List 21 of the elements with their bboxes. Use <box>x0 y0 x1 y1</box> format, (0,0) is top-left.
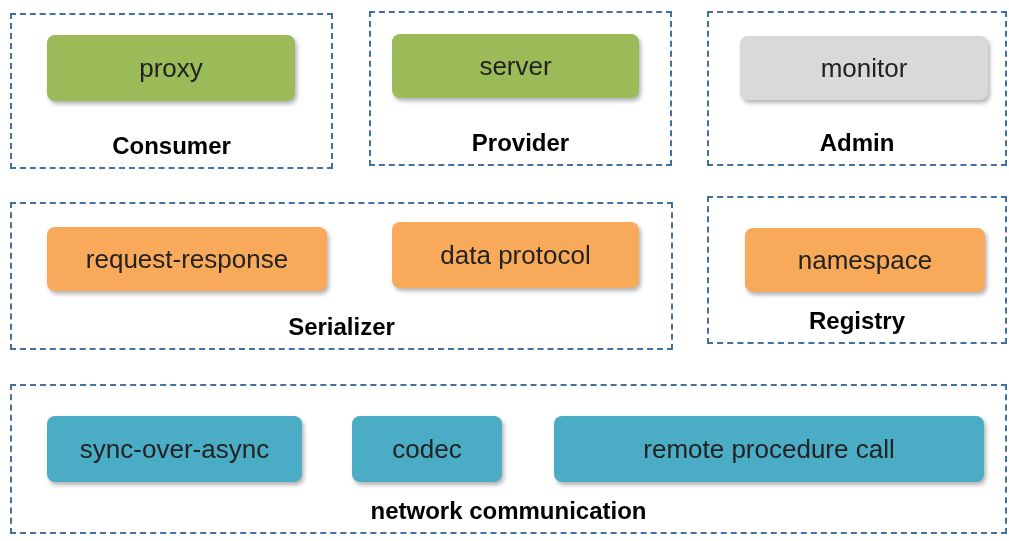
component-box: codec <box>352 416 502 482</box>
group-title: Admin <box>818 128 896 158</box>
component-box: monitor <box>740 36 988 100</box>
dashed-group-frame <box>369 11 672 166</box>
component-box: data protocol <box>392 222 639 288</box>
dashed-group-frame <box>707 196 1007 344</box>
dashed-group-frame <box>10 384 1007 534</box>
component-box: proxy <box>47 35 295 101</box>
group-title: Consumer <box>111 131 232 161</box>
group-title: Serializer <box>287 312 396 342</box>
component-box: sync-over-async <box>47 416 302 482</box>
component-box: remote procedure call <box>554 416 984 482</box>
dashed-group-frame <box>10 202 673 350</box>
group-title: Provider <box>470 128 571 158</box>
component-box: request-response <box>47 227 327 291</box>
dashed-group-frame <box>10 13 333 169</box>
component-box: server <box>392 34 639 98</box>
dashed-group-frame <box>707 11 1007 166</box>
component-box: namespace <box>745 228 985 292</box>
group-title: Registry <box>807 306 906 336</box>
group-title: network communication <box>369 496 648 526</box>
